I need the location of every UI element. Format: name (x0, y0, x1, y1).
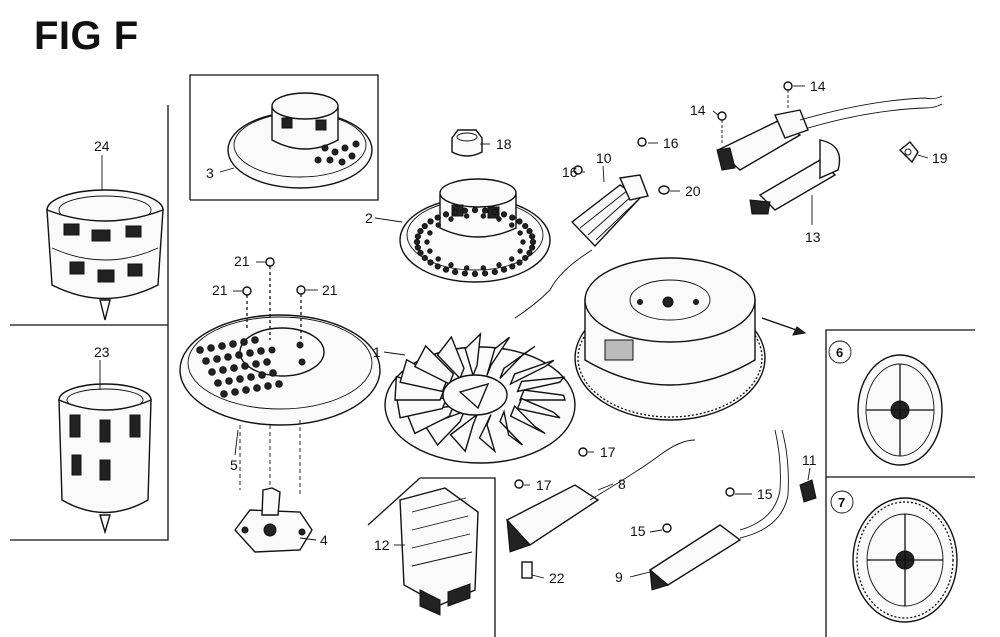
part-8-coil (505, 439, 696, 579)
part-7-gear (830, 490, 958, 623)
callout-23: 23 (94, 344, 110, 360)
figure-title: FIG F (34, 14, 139, 58)
part-2-perforated-pulley (399, 178, 551, 283)
callout-21a: 21 (234, 253, 250, 269)
callout-12: 12 (374, 537, 390, 553)
callout-21b: 21 (212, 282, 228, 298)
frame-lines (10, 74, 975, 637)
callout-6: 6 (836, 345, 843, 360)
callout-18: 18 (496, 136, 512, 152)
part-21-screws (242, 257, 306, 340)
callout-14b: 14 (810, 78, 826, 94)
part-18-nut (451, 129, 483, 157)
callout-21c: 21 (322, 282, 338, 298)
part-13-coil (716, 81, 943, 215)
callout-5: 5 (230, 457, 238, 473)
callout-17b: 17 (600, 444, 616, 460)
part-10-coil (514, 137, 670, 319)
callout-4: 4 (320, 532, 328, 548)
callout-13: 13 (805, 229, 821, 245)
callout-8: 8 (618, 476, 626, 492)
callout-3: 3 (206, 165, 214, 181)
callout-14a: 14 (690, 102, 706, 118)
callout-22: 22 (549, 570, 565, 586)
part-23-cylinder (58, 383, 152, 535)
callout-10: 10 (596, 150, 612, 166)
callout-7: 7 (838, 495, 845, 510)
part-5-base-plate (179, 314, 381, 500)
part-1-fan (384, 332, 576, 464)
callout-1: 1 (373, 344, 381, 360)
callout-15b: 15 (757, 486, 773, 502)
callout-20: 20 (685, 183, 701, 199)
callout-11: 11 (802, 452, 817, 468)
callout-17a: 17 (536, 477, 552, 493)
callout-9: 9 (615, 569, 623, 585)
part-3-pulley (227, 92, 373, 189)
part-24-cup (46, 189, 164, 321)
callout-19: 19 (932, 150, 948, 166)
callout-15a: 15 (630, 523, 646, 539)
callout-2: 2 (365, 210, 373, 226)
flywheel (574, 257, 807, 421)
part-12-regulator (399, 487, 479, 616)
callout-16a: 16 (562, 164, 578, 180)
part-9-coil (648, 429, 817, 591)
leader-lines (99, 85, 929, 579)
part-6-pulley (828, 340, 943, 466)
callout-24: 24 (94, 138, 110, 154)
part-4-bracket (234, 487, 313, 553)
part-19-clip (898, 141, 919, 164)
callout-16b: 16 (663, 135, 679, 151)
